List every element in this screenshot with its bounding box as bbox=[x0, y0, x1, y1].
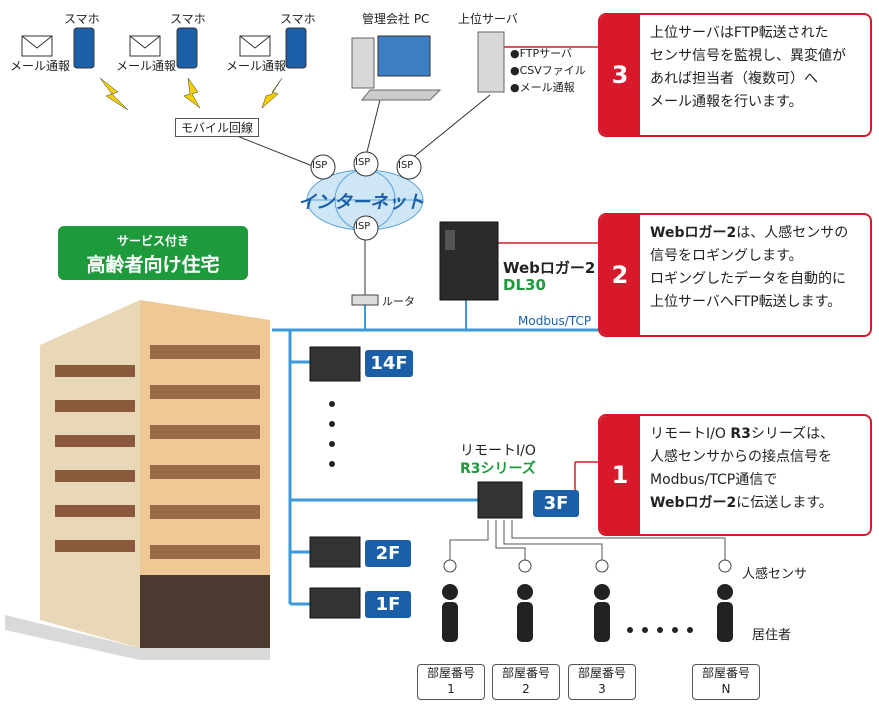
upper-server-label: 上位サーバ bbox=[458, 12, 518, 26]
router-icon bbox=[351, 294, 379, 306]
isp-icons bbox=[310, 151, 422, 241]
mail-label-1: メール通報 bbox=[10, 59, 71, 73]
network-label: Modbus/TCP bbox=[518, 314, 592, 328]
sensor-lines bbox=[449, 520, 726, 560]
weblogger-device-icon bbox=[439, 221, 499, 301]
mail-envelope-icons bbox=[21, 35, 271, 57]
floor-1f: 1F bbox=[365, 591, 411, 618]
isp-label-2: ISP bbox=[355, 157, 371, 168]
router-label: ルータ bbox=[382, 295, 415, 308]
smartphone-label-2: スマホ bbox=[170, 12, 206, 26]
weblogger-name: Webロガー2 bbox=[503, 259, 596, 277]
callout-2-text: Webロガー2は、人感センサの 信号をロギングします。 ロギングしたデータを自動… bbox=[650, 225, 849, 310]
internet-label: インターネット bbox=[298, 192, 424, 213]
weblogger-model: DL30 bbox=[503, 276, 546, 294]
resident-label: 居住者 bbox=[752, 628, 792, 643]
isp-label-4: ISP bbox=[355, 221, 371, 232]
callout-1: 1 リモートI/O R3シリーズは、 人感センサからの接点信号を Modbus/… bbox=[598, 414, 872, 536]
callout-2-number: 2 bbox=[600, 215, 640, 335]
smartphone-icons bbox=[73, 27, 307, 69]
callout-3-number: 3 bbox=[600, 15, 640, 135]
floor-2f: 2F bbox=[365, 540, 411, 567]
io-module-icons bbox=[309, 346, 523, 619]
isp-label-3: ISP bbox=[398, 160, 414, 171]
resident-icons bbox=[442, 584, 733, 642]
motion-sensor-icons bbox=[443, 559, 732, 573]
building-illustration bbox=[5, 300, 270, 660]
sensor-label: 人感センサ bbox=[742, 567, 808, 582]
remote-io-label: リモートI/O bbox=[460, 443, 536, 459]
modbus-lines bbox=[272, 328, 600, 606]
lightning-icons bbox=[99, 77, 283, 111]
callout-2: 2 Webロガー2は、人感センサの 信号をロギングします。 ロギングしたデータを… bbox=[598, 213, 872, 337]
mail-label-2: メール通報 bbox=[116, 59, 177, 73]
building-title-box: サービス付き 高齢者向け住宅 bbox=[58, 226, 248, 280]
smartphone-label-1: スマホ bbox=[64, 12, 100, 26]
ellipsis-horizontal bbox=[627, 627, 693, 633]
smartphone-label-3: スマホ bbox=[280, 12, 316, 26]
mail-label-3: メール通報 bbox=[226, 59, 287, 73]
ellipsis-vertical bbox=[329, 401, 335, 467]
remote-io-series: R3シリーズ bbox=[460, 461, 536, 477]
callout-3-text: 上位サーバはFTP転送された センサ信号を監視し、異変値が あれば担当者（複数可… bbox=[650, 25, 846, 110]
admin-pc-label: 管理会社 PC bbox=[362, 12, 430, 26]
callout-1-text: リモートI/O R3シリーズは、 人感センサからの接点信号を Modbus/TC… bbox=[650, 426, 835, 511]
isp-label-1: ISP bbox=[312, 160, 328, 171]
pc-icon bbox=[351, 35, 442, 101]
floor-3f: 3F bbox=[533, 490, 579, 517]
server-icon bbox=[477, 31, 505, 93]
server-feature-1: ●FTPサーバ bbox=[510, 47, 572, 60]
floor-14f: 14F bbox=[365, 350, 413, 377]
server-feature-2: ●CSVファイル bbox=[510, 64, 586, 77]
building-title-line1: サービス付き bbox=[116, 234, 189, 248]
callout-3: 3 上位サーバはFTP転送された センサ信号を監視し、異変値が あれば担当者（複… bbox=[598, 13, 872, 137]
server-feature-3: ●メール通報 bbox=[510, 81, 575, 94]
mobile-line-label: モバイル回線 bbox=[175, 118, 260, 137]
callout-1-number: 1 bbox=[600, 416, 640, 534]
building-title-line2: 高齢者向け住宅 bbox=[86, 254, 220, 276]
